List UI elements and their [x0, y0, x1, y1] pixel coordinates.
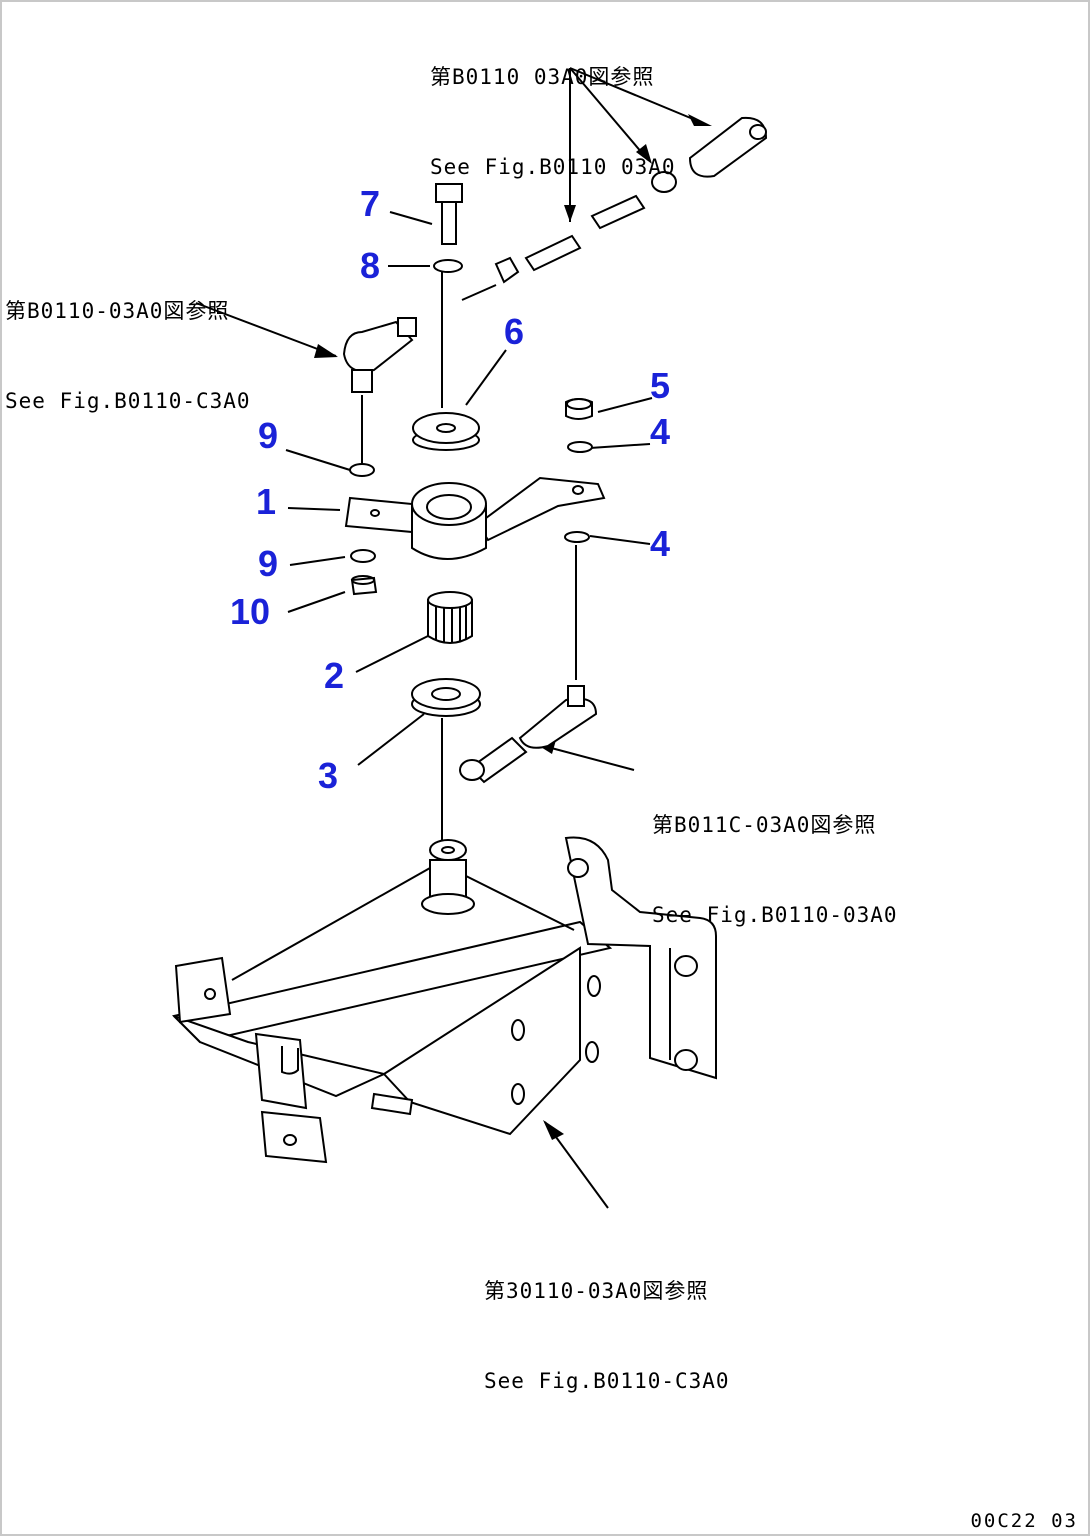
right-ball-joint — [459, 685, 598, 784]
reference-bottom: 第30110-03A0図参照 See Fig.B0110-C3A0 — [484, 1216, 730, 1426]
reference-left-jp: 第B0110-03A0図参照 — [5, 299, 230, 323]
lever-part-1 — [344, 476, 606, 560]
bolt-part-7 — [435, 183, 463, 245]
reference-top-en: See Fig.B0110 03A0 — [430, 155, 676, 179]
upper-linkage-rod — [494, 116, 768, 284]
part-number-9-upper: 9 — [258, 415, 279, 456]
number-leaders — [285, 211, 653, 766]
washer-part-9-lower — [350, 549, 376, 563]
reference-bottom-jp: 第30110-03A0図参照 — [484, 1279, 709, 1303]
washer-part-4-lower — [564, 531, 590, 543]
reference-right-jp: 第B011C-03A0図参照 — [652, 813, 877, 837]
part-number-7: 7 — [360, 183, 381, 224]
left-ball-joint — [342, 317, 417, 393]
reference-left-en: See Fig.B0110-C3A0 — [5, 389, 251, 413]
reference-top-jp: 第B0110 03A0図参照 — [430, 65, 655, 89]
part-number-1: 1 — [256, 481, 277, 522]
part-number-9-lower: 9 — [258, 543, 279, 584]
part-number-3: 3 — [318, 755, 339, 796]
nut-part-10 — [350, 575, 378, 596]
part-number-4-lower: 4 — [650, 523, 671, 564]
nut-part-5 — [565, 398, 593, 420]
part-number-4-upper: 4 — [650, 411, 671, 452]
part-number-5: 5 — [650, 365, 671, 406]
reference-bottom-en: See Fig.B0110-C3A0 — [484, 1369, 730, 1393]
washer-part-3 — [411, 678, 481, 717]
reference-right: 第B011C-03A0図参照 See Fig.B0110-03A0 — [652, 750, 898, 960]
reference-right-en: See Fig.B0110-03A0 — [652, 903, 898, 927]
drawing-code: 00C22 03 — [970, 1510, 1078, 1532]
washer-part-4-upper — [567, 441, 593, 453]
leader-lines — [195, 67, 712, 1209]
washer-part-9-upper — [349, 463, 375, 477]
mounting-bracket — [172, 836, 717, 1164]
reference-top: 第B0110 03A0図参照 See Fig.B0110 03A0 — [430, 2, 676, 212]
reference-left: 第B0110-03A0図参照 See Fig.B0110-C3A0 — [5, 236, 251, 446]
assembly-axes — [361, 272, 577, 840]
washer-part-8 — [433, 259, 463, 273]
part-number-10: 10 — [230, 591, 271, 632]
washer-part-6 — [412, 412, 480, 451]
bearing-part-2 — [427, 591, 473, 644]
part-number-6: 6 — [504, 311, 525, 352]
bracket-leaders — [231, 867, 575, 981]
part-number-2: 2 — [324, 655, 345, 696]
part-number-8: 8 — [360, 245, 381, 286]
